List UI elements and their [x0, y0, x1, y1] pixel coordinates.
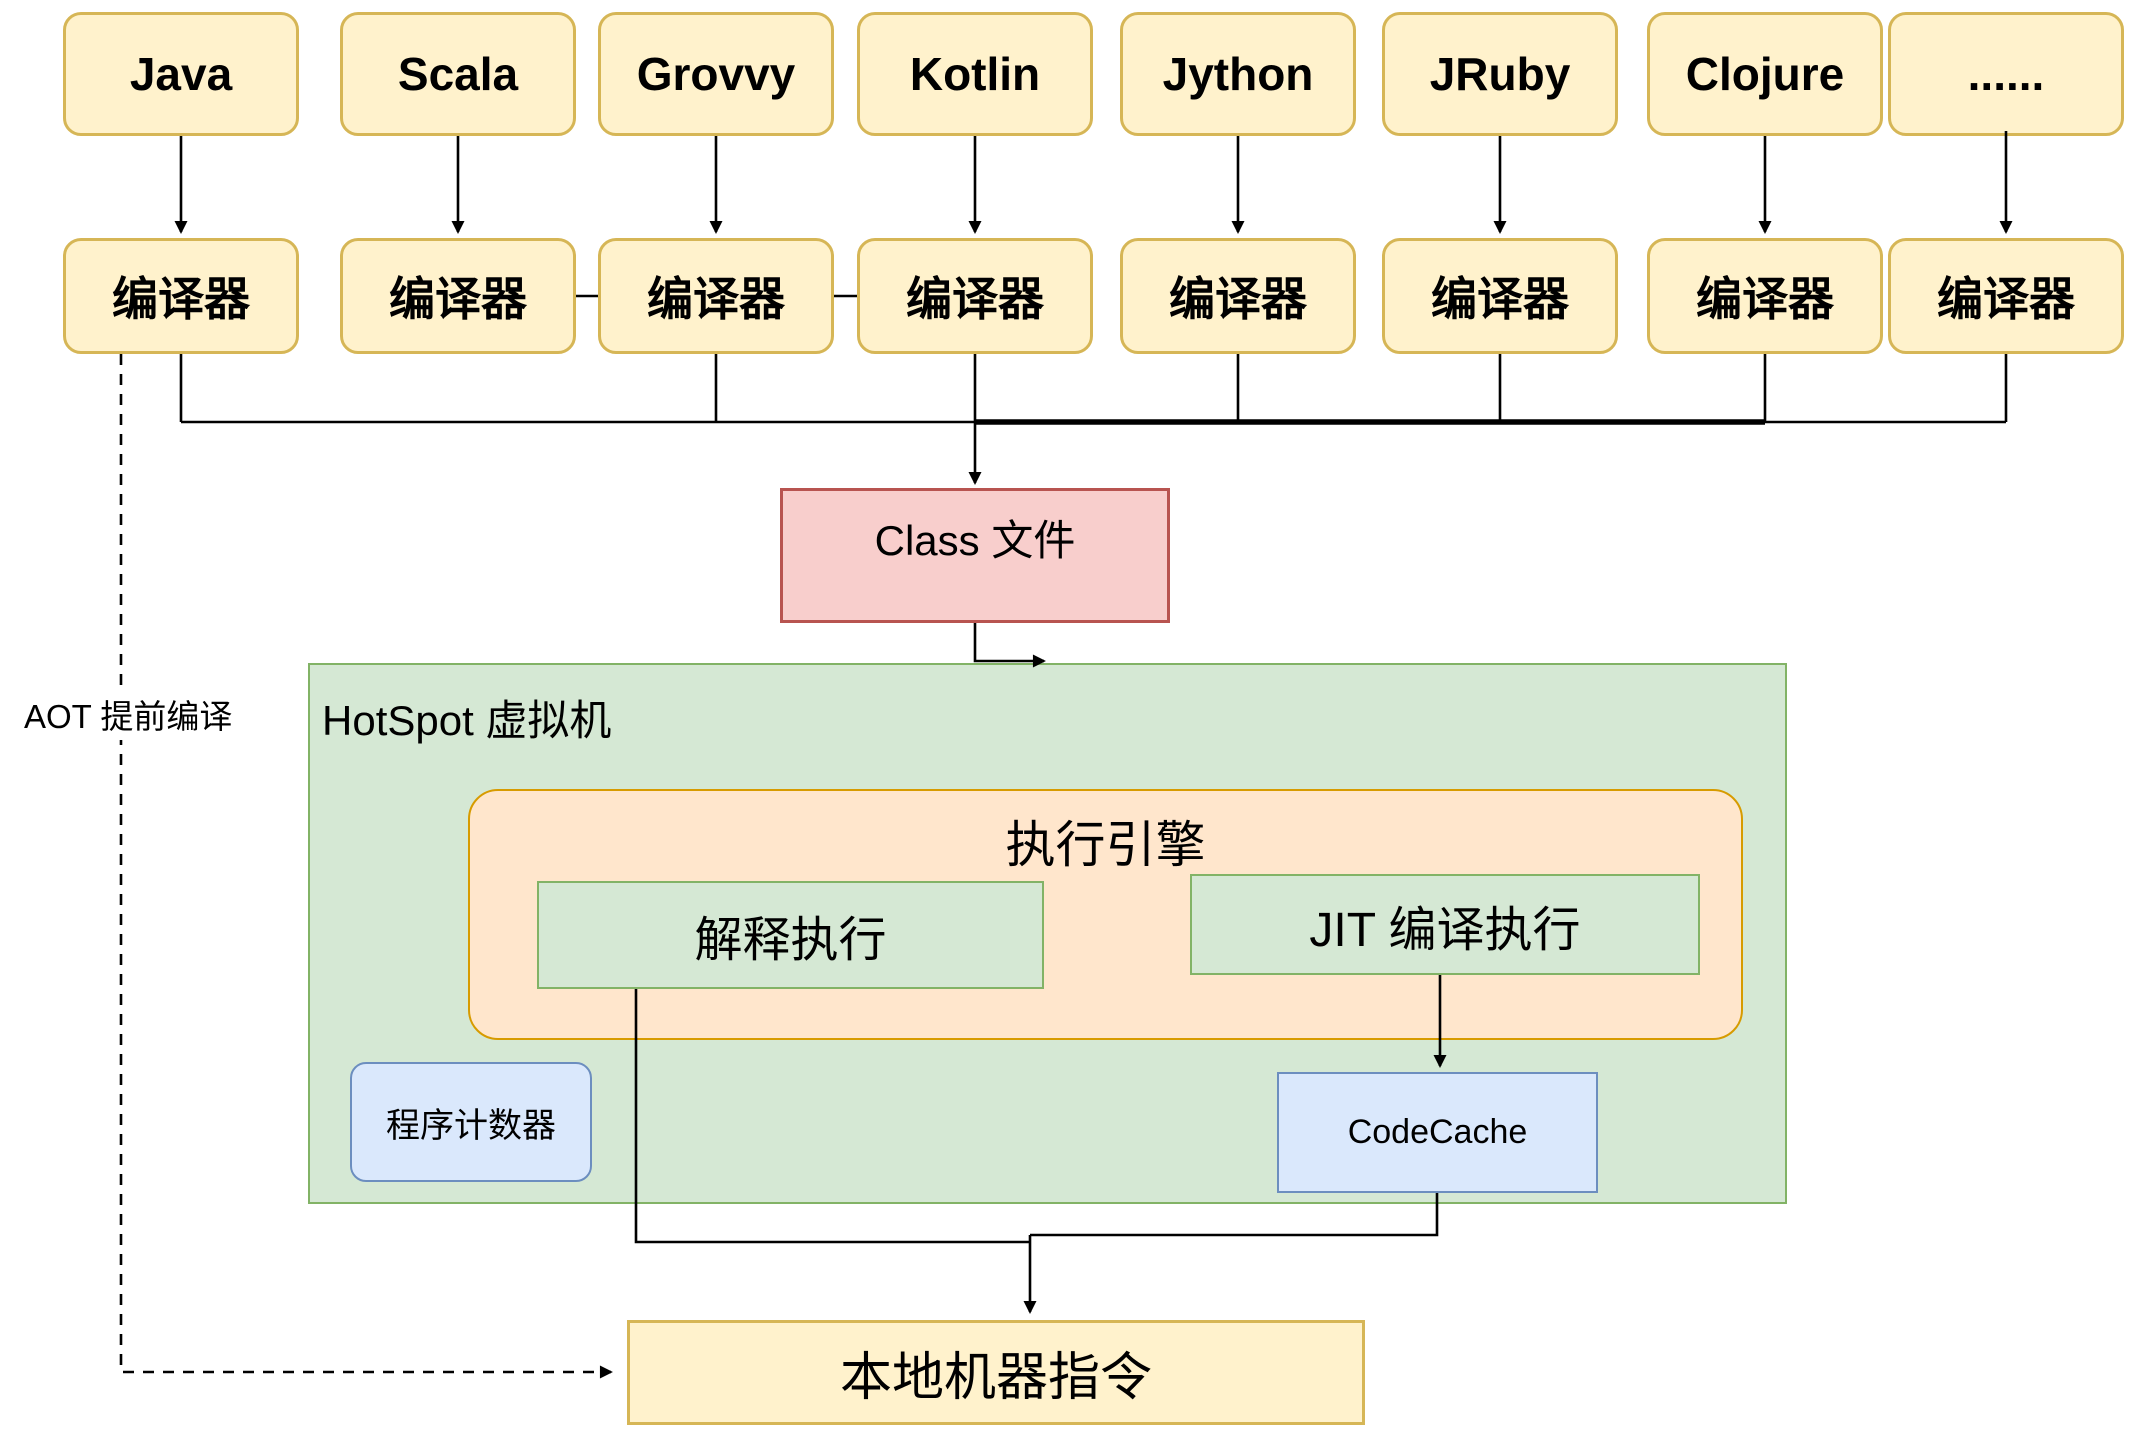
compiler-box-5: 编译器	[1120, 238, 1356, 354]
language-label: Java	[129, 48, 233, 100]
native-instructions-box: 本地机器指令	[627, 1320, 1365, 1425]
compiler-label: 编译器	[647, 273, 785, 325]
compiler-box-1: 编译器	[63, 238, 299, 354]
language-label: ......	[1967, 48, 2045, 100]
compiler-box-6: 编译器	[1382, 238, 1618, 354]
interpreter-box: 解释执行	[537, 881, 1044, 989]
language-box-grovvy: Grovvy	[598, 12, 834, 136]
language-box-others: ......	[1888, 12, 2124, 136]
pc-register-label: 程序计数器	[386, 1106, 556, 1145]
code-cache-box: CodeCache	[1277, 1072, 1598, 1193]
arrow-class-file-to-hotspot	[973, 623, 1046, 668]
language-label: JRuby	[1429, 48, 1571, 100]
compiler-label: 编译器	[112, 273, 250, 325]
language-label: Jython	[1162, 48, 1314, 100]
compiler-label: 编译器	[389, 273, 527, 325]
language-label: Kotlin	[909, 48, 1041, 100]
compiler-label: 编译器	[1169, 273, 1307, 325]
pc-register-box: 程序计数器	[350, 1062, 592, 1182]
native-instructions-label: 本地机器指令	[839, 1349, 1152, 1407]
aot-label: AOT 提前编译	[20, 688, 237, 740]
execution-engine-label: 执行引擎	[1005, 817, 1206, 873]
class-file-label: Class 文件	[874, 517, 1076, 564]
language-label: Clojure	[1685, 48, 1845, 100]
compiler-box-3: 编译器	[598, 238, 834, 354]
compiler-label: 编译器	[1696, 273, 1834, 325]
interpreter-label: 解释执行	[694, 914, 887, 967]
language-box-kotlin: Kotlin	[857, 12, 1093, 136]
language-box-clojure: Clojure	[1647, 12, 1883, 136]
hotspot-vm-label: HotSpot 虚拟机	[322, 697, 612, 744]
language-box-java: Java	[63, 12, 299, 136]
compiler-box-7: 编译器	[1647, 238, 1883, 354]
jit-box: JIT 编译执行	[1190, 874, 1700, 975]
language-box-jython: Jython	[1120, 12, 1356, 136]
compiler-box-4: 编译器	[857, 238, 1093, 354]
compiler-label: 编译器	[1937, 273, 2075, 325]
language-label: Grovvy	[636, 48, 796, 100]
language-label: Scala	[397, 48, 519, 100]
language-box-jruby: JRuby	[1382, 12, 1618, 136]
class-file-box: Class 文件	[780, 488, 1170, 623]
compiler-label: 编译器	[906, 273, 1044, 325]
language-box-scala: Scala	[340, 12, 576, 136]
compiler-box-2: 编译器	[340, 238, 576, 354]
compiler-label: 编译器	[1431, 273, 1569, 325]
code-cache-label: CodeCache	[1347, 1113, 1528, 1151]
jit-label: JIT 编译执行	[1309, 903, 1581, 957]
compiler-box-8: 编译器	[1888, 238, 2124, 354]
